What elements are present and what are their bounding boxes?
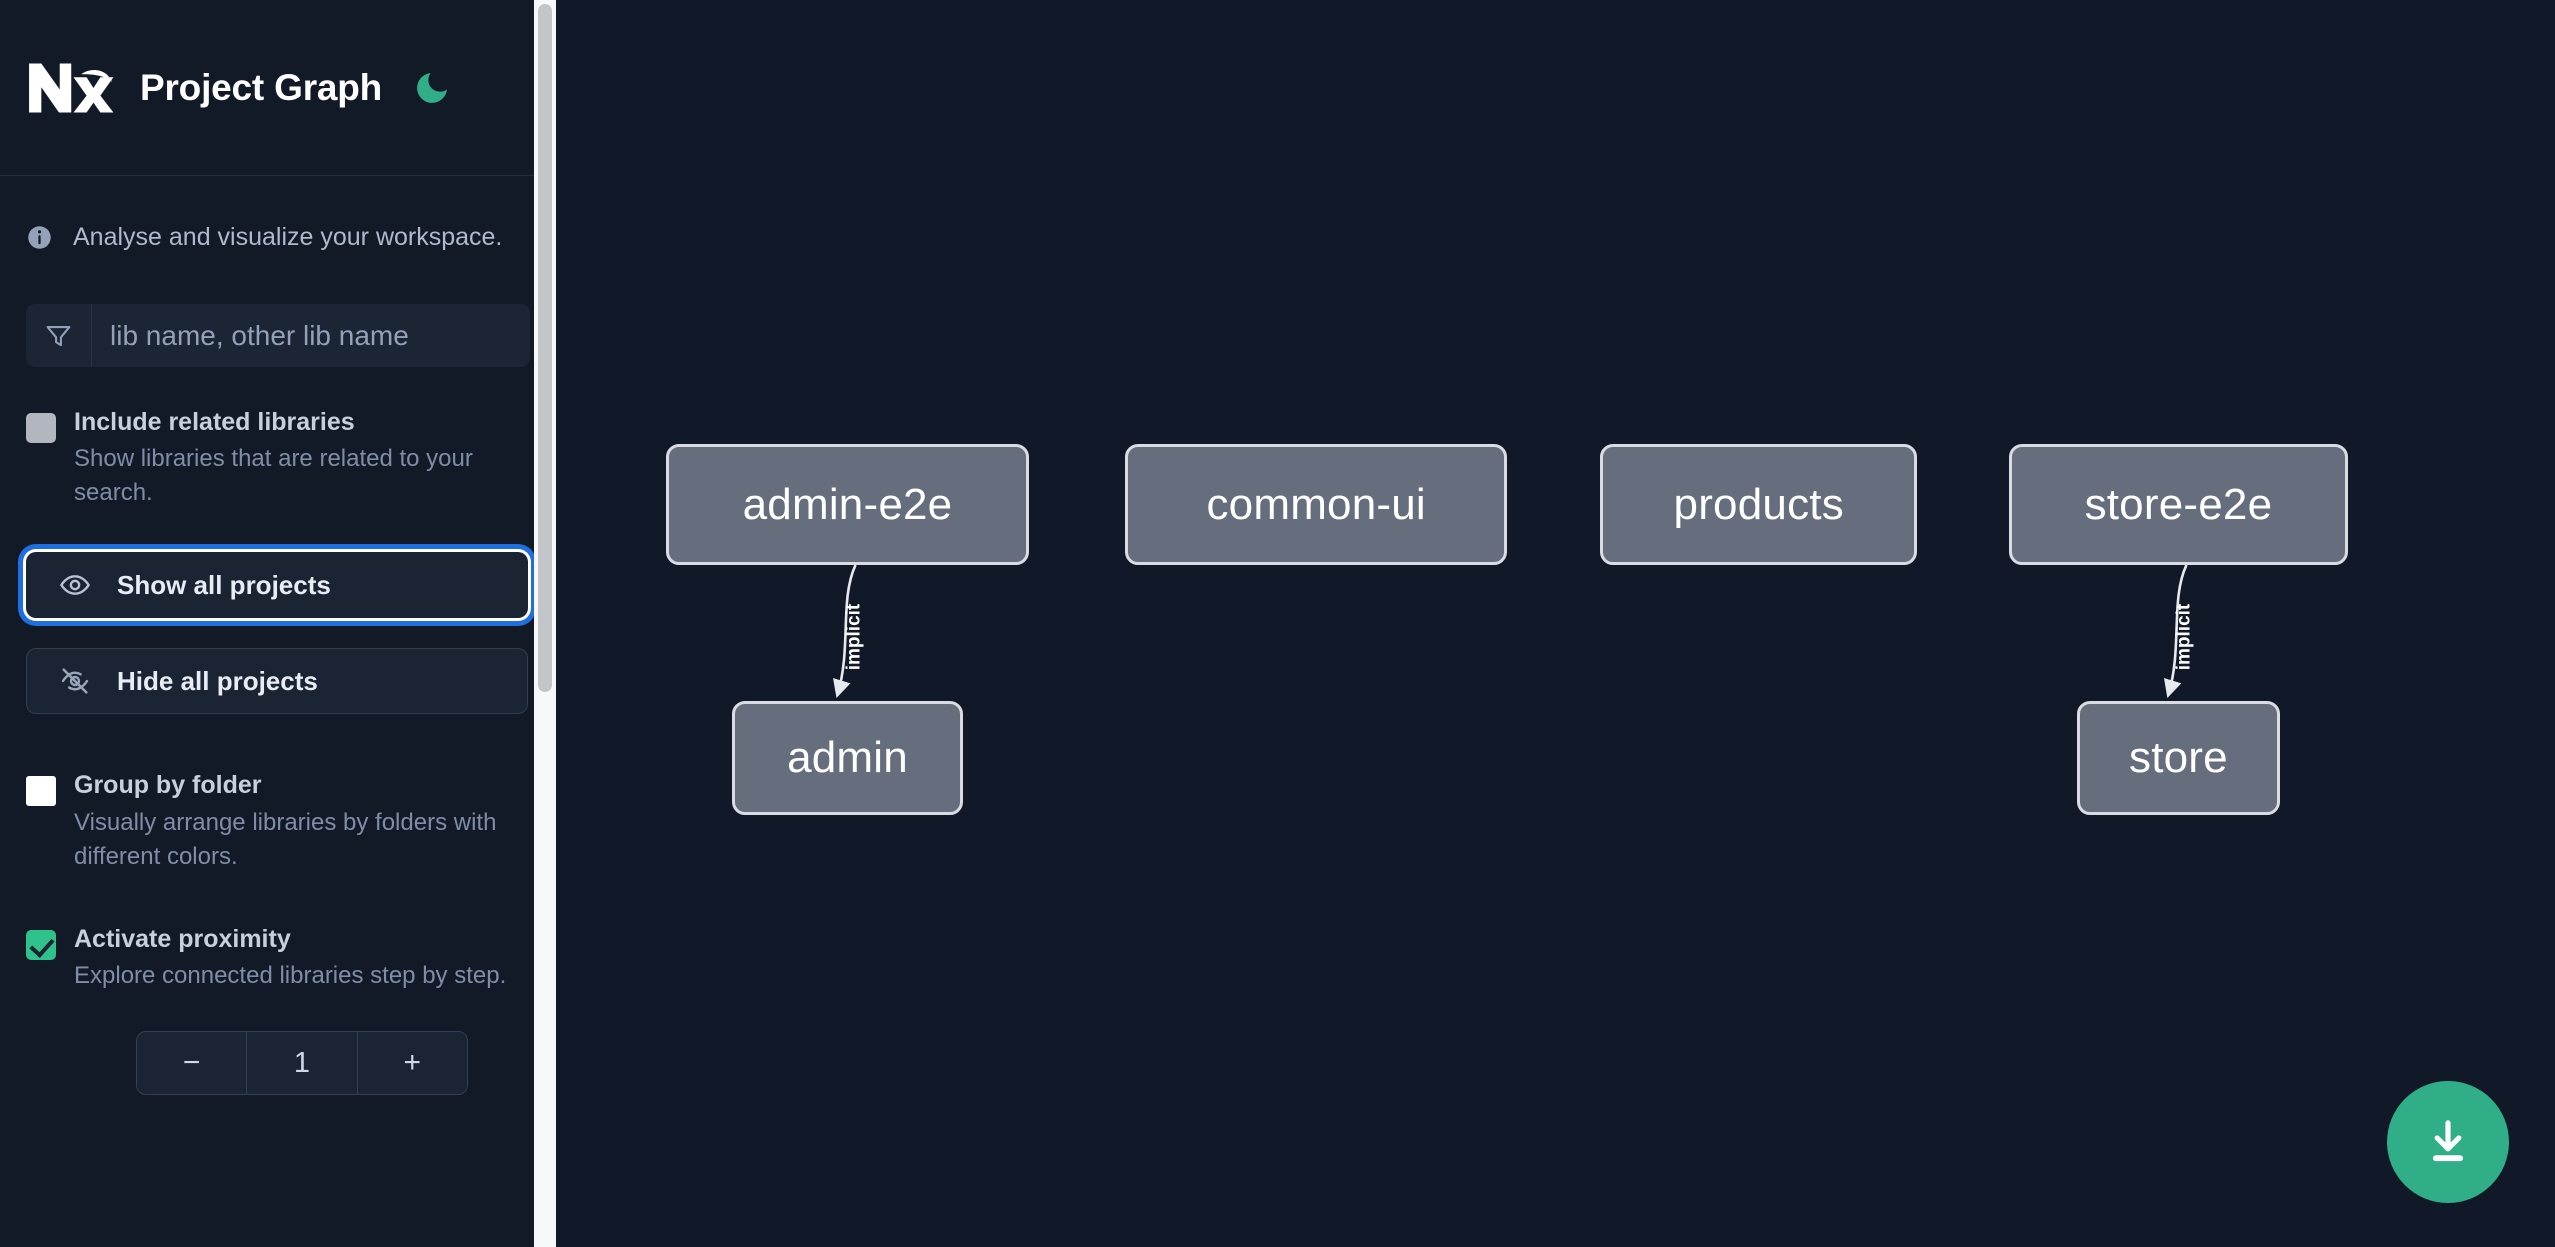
proximity-increment-button[interactable]: + bbox=[357, 1032, 467, 1095]
group-by-folder-description: Visually arrange libraries by folders wi… bbox=[74, 808, 497, 870]
graph-node-label: store bbox=[2129, 732, 2228, 782]
show-all-projects-label: Show all projects bbox=[117, 569, 331, 600]
activate-proximity-checkbox[interactable] bbox=[26, 929, 56, 960]
proximity-decrement-button[interactable]: − bbox=[137, 1032, 247, 1095]
eye-icon bbox=[59, 569, 91, 601]
graph-node-label: common-ui bbox=[1206, 479, 1426, 529]
filter-funnel-icon bbox=[26, 304, 92, 367]
activate-proximity-description: Explore connected libraries step by step… bbox=[74, 962, 507, 990]
include-related-libraries-checkbox[interactable] bbox=[26, 413, 56, 443]
tagline-text: Analyse and visualize your workspace. bbox=[73, 222, 503, 251]
graph-node-store-e2e[interactable]: store-e2e bbox=[2008, 444, 2349, 565]
graph-node-label: admin-e2e bbox=[742, 479, 953, 529]
activate-proximity-label: Activate proximity bbox=[74, 924, 291, 953]
nx-logo-icon bbox=[26, 57, 118, 119]
show-all-projects-button[interactable]: Show all projects bbox=[26, 552, 528, 619]
download-graph-button[interactable] bbox=[2387, 1081, 2509, 1203]
hide-all-projects-button[interactable]: Hide all projects bbox=[26, 648, 528, 715]
group-by-folder-checkbox[interactable] bbox=[26, 776, 56, 807]
proximity-stepper[interactable]: − 1 + bbox=[136, 1031, 468, 1096]
sidebar: Project Graph Analyse and visualize your… bbox=[0, 0, 556, 1247]
search-input[interactable] bbox=[92, 304, 530, 367]
sidebar-body: Analyse and visualize your workspace. In… bbox=[0, 176, 556, 1096]
hide-all-projects-label: Hide all projects bbox=[117, 665, 318, 696]
info-icon bbox=[26, 224, 53, 251]
option-group-by-folder[interactable]: Group by folder Visually arrange librari… bbox=[26, 770, 530, 873]
graph-node-products[interactable]: products bbox=[1600, 444, 1918, 565]
sidebar-scrollbar-thumb[interactable] bbox=[538, 4, 552, 692]
workspace-tagline: Analyse and visualize your workspace. bbox=[26, 176, 530, 256]
include-related-libraries-description: Show libraries that are related to your … bbox=[74, 445, 473, 507]
graph-node-label: admin bbox=[787, 732, 908, 782]
eye-off-icon bbox=[59, 665, 91, 697]
graph-edge-admin-e2e-to-admin bbox=[833, 564, 857, 699]
graph-node-admin-e2e[interactable]: admin-e2e bbox=[666, 444, 1029, 565]
graph-node-label: products bbox=[1673, 479, 1844, 529]
graph-canvas[interactable]: admin-e2e common-ui products store-e2e admin… bbox=[556, 0, 2555, 1247]
graph-node-label: store-e2e bbox=[2084, 479, 2273, 529]
page-title: Project Graph bbox=[140, 66, 383, 108]
graph-node-common-ui[interactable]: common-ui bbox=[1125, 444, 1508, 565]
search-field[interactable] bbox=[26, 304, 530, 367]
sidebar-scrollbar[interactable] bbox=[534, 0, 556, 1247]
option-include-related-libraries[interactable]: Include related libraries Show libraries… bbox=[26, 407, 530, 510]
graph-edges bbox=[833, 564, 2188, 699]
download-icon bbox=[2421, 1115, 2475, 1169]
moon-icon[interactable] bbox=[410, 66, 454, 110]
graph-edge-store-e2e-to-store bbox=[2163, 564, 2188, 699]
sidebar-header: Project Graph bbox=[0, 0, 556, 176]
graph-node-admin[interactable]: admin bbox=[731, 700, 964, 815]
option-activate-proximity[interactable]: Activate proximity Explore connected lib… bbox=[26, 924, 530, 993]
group-by-folder-label: Group by folder bbox=[74, 771, 262, 800]
include-related-libraries-label: Include related libraries bbox=[74, 408, 355, 436]
proximity-value: 1 bbox=[246, 1032, 358, 1095]
graph-node-store[interactable]: store bbox=[2077, 700, 2280, 815]
